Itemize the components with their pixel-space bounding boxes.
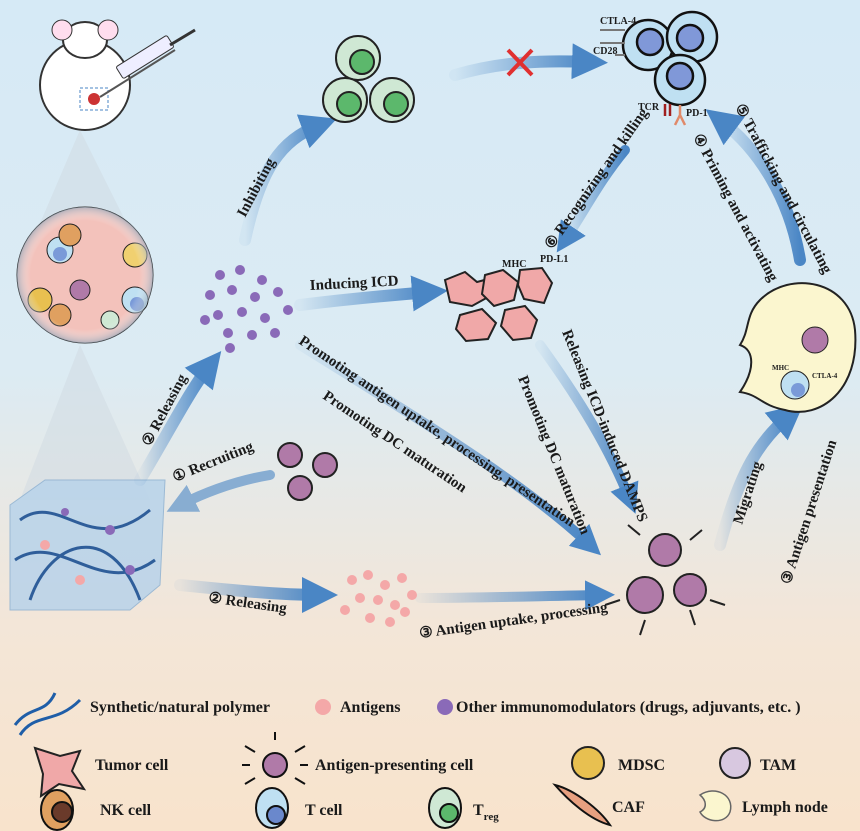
tcell-legend-icon [255, 787, 289, 829]
legend-antigens: Antigens [340, 699, 400, 716]
legend-treg-main: T [473, 802, 484, 819]
immunomodulator-dots [200, 265, 293, 353]
arrow-promoting-uptake [295, 340, 601, 556]
legend-treg: Treg [473, 802, 499, 823]
arrow-recognizing [556, 145, 630, 253]
legend-apc: Antigen-presenting cell [315, 757, 474, 774]
mdsc-legend-icon [571, 746, 605, 780]
polymer-legend-icon [13, 692, 82, 736]
pd1-label: PD-1 [686, 108, 708, 119]
treg-legend-icon [428, 787, 462, 829]
legend-treg-sub: reg [484, 811, 500, 823]
legend-caf: CAF [612, 799, 645, 816]
ctla4-label: CTLA-4 [600, 16, 636, 27]
legend-mdsc: MDSC [618, 757, 665, 774]
legend: Synthetic/natural polymer Antigens Other… [13, 692, 828, 831]
arrow-releasing-top [134, 350, 222, 486]
legend-tcell: T cell [305, 802, 343, 819]
legend-tumor: Tumor cell [95, 757, 169, 774]
label-antigen-presentation: ③ Antigen presentation [779, 437, 841, 586]
lymph-node-legend-icon [698, 790, 732, 822]
immunomodulator-legend-icon [437, 699, 453, 715]
antigen-legend-icon [315, 699, 331, 715]
lymph-node: MHC CTLA-4 [738, 282, 857, 413]
tam-legend-icon [719, 747, 751, 779]
legend-immunomodulators: Other immunomodulators (drugs, adjuvants… [456, 699, 801, 716]
apc-legend-icon [242, 732, 308, 798]
syringe-icon [99, 28, 196, 98]
tcell-cluster [600, 10, 719, 126]
tumor-cell-cluster [443, 266, 554, 343]
ln-ctla4-label: CTLA-4 [812, 372, 838, 380]
label-trafficking: ⑤ Trafficking and circulating [731, 101, 834, 276]
caf-legend-icon [552, 783, 613, 827]
label-recognizing: ⑥ Recognizing and killing [542, 105, 652, 252]
arrow-releasing-bottom [174, 576, 338, 613]
tumor-microenvironment [16, 130, 154, 500]
treg-cluster [322, 35, 415, 123]
antigen-dots [340, 570, 417, 627]
mature-apcs [604, 524, 726, 636]
arrows [134, 43, 806, 613]
tcr-label: TCR [638, 102, 660, 113]
arrow-recruiting [166, 470, 275, 512]
legend-lymph: Lymph node [742, 799, 828, 816]
recruited-apcs [277, 442, 338, 501]
pdl1-label: PD-L1 [540, 254, 568, 265]
legend-polymer: Synthetic/natural polymer [90, 699, 270, 716]
cd28-label: CD28 [593, 46, 617, 57]
legend-tam: TAM [760, 757, 796, 774]
legend-nk: NK cell [100, 802, 152, 819]
arrow-trafficking [705, 109, 806, 266]
mouse-illustration [39, 19, 131, 131]
tumor-cell-legend-icon [33, 746, 87, 798]
nk-cell-legend-icon [40, 789, 74, 831]
blocked-x-icon [506, 48, 534, 77]
mhc-label: MHC [502, 259, 526, 270]
arrow-inhibiting [239, 114, 337, 246]
arrow-damps [535, 340, 639, 514]
label-inducing-icd: Inducing ICD [309, 273, 399, 294]
label-antigen-uptake: ③ Antigen uptake, processing [418, 600, 609, 642]
arrow-antigen-uptake [415, 580, 615, 611]
arrow-icd [294, 275, 448, 312]
hydrogel-cube [9, 479, 166, 611]
ln-mhc-label: MHC [772, 364, 789, 372]
arrow-migrating [714, 403, 804, 551]
